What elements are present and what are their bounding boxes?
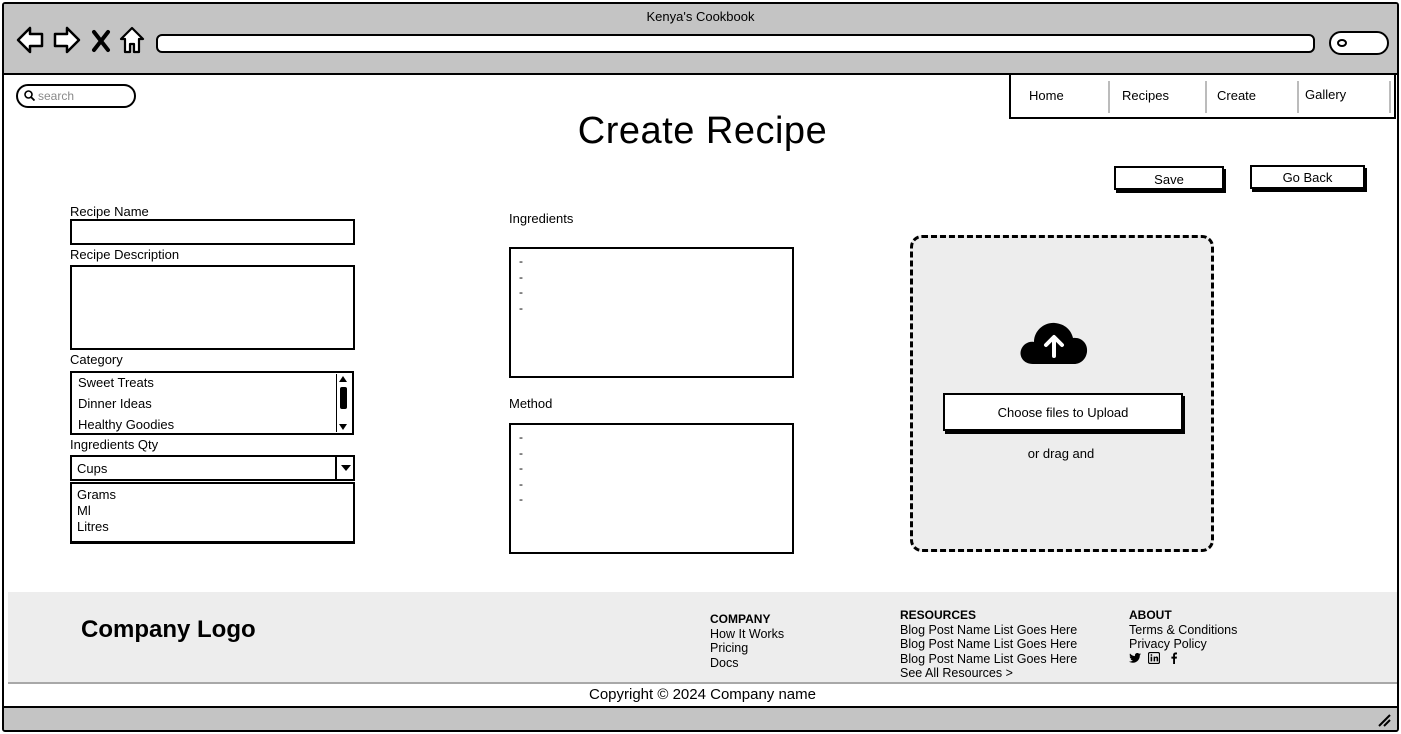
linkedin-icon[interactable] <box>1148 652 1160 664</box>
footer-about-heading: ABOUT <box>1129 608 1172 622</box>
chevron-down-icon[interactable] <box>335 457 353 479</box>
ingredients-qty-options: Grams Ml Litres <box>70 482 355 544</box>
footer-company-heading: COMPANY <box>710 612 771 626</box>
back-arrow-icon[interactable] <box>15 24 45 56</box>
scroll-down-icon[interactable] <box>339 424 347 430</box>
search-icon <box>24 90 35 101</box>
footer-link[interactable]: Pricing <box>710 641 749 655</box>
ingredient-line: - <box>519 254 523 268</box>
ingredients-qty-selected: Cups <box>77 461 108 476</box>
status-bar <box>4 706 1397 730</box>
category-label: Category <box>70 352 123 367</box>
search-input[interactable]: search <box>16 84 136 108</box>
qty-option[interactable]: Litres <box>77 519 109 534</box>
qty-option[interactable]: Ml <box>77 503 91 518</box>
category-listbox[interactable]: Sweet Treats Dinner Ideas Healthy Goodie… <box>70 371 354 435</box>
save-button[interactable]: Save <box>1114 166 1224 190</box>
choose-files-button[interactable]: Choose files to Upload <box>943 393 1183 431</box>
ingredients-label: Ingredients <box>509 211 574 226</box>
window-title: Kenya's Cookbook <box>646 9 755 24</box>
scroll-up-icon[interactable] <box>339 376 347 382</box>
footer: Company Logo COMPANY How It Works Pricin… <box>8 592 1397 684</box>
ingredients-qty-label: Ingredients Qty <box>70 437 159 452</box>
footer-link[interactable]: Blog Post Name List Goes Here <box>900 623 1078 637</box>
nav-divider <box>1205 81 1207 113</box>
nav-item-recipes[interactable]: Recipes <box>1122 88 1169 103</box>
copyright-text: Copyright © 2024 Company name <box>588 686 816 703</box>
ingredient-line: - <box>519 270 523 284</box>
forward-arrow-icon[interactable] <box>52 24 82 56</box>
method-line: - <box>519 492 523 506</box>
method-line: - <box>519 446 523 460</box>
facebook-icon[interactable] <box>1168 652 1180 664</box>
nav-divider <box>1389 81 1391 113</box>
go-back-button[interactable]: Go Back <box>1250 165 1365 189</box>
file-drop-zone[interactable]: Choose files to Upload or drag and <box>910 235 1214 552</box>
qty-option[interactable]: Grams <box>77 487 116 502</box>
ingredient-line: - <box>519 301 523 315</box>
company-logo: Company Logo <box>81 616 256 643</box>
recipe-description-label: Recipe Description <box>70 247 180 262</box>
nav-item-gallery[interactable]: Gallery <box>1305 87 1347 102</box>
method-line: - <box>519 430 523 444</box>
page-title: Create Recipe <box>577 110 828 152</box>
twitter-icon[interactable] <box>1129 652 1141 664</box>
close-x-icon[interactable] <box>90 24 112 56</box>
nav-divider <box>1297 81 1299 113</box>
footer-link[interactable]: Terms & Conditions <box>1129 623 1238 637</box>
nav-divider <box>1108 81 1110 113</box>
ingredient-line: - <box>519 285 523 299</box>
category-option[interactable]: Sweet Treats <box>78 375 154 390</box>
category-scrollbar[interactable] <box>336 374 350 432</box>
cloud-upload-icon <box>1020 322 1088 364</box>
method-textarea[interactable]: - - - - - <box>509 423 794 554</box>
method-line: - <box>519 477 523 491</box>
scroll-thumb[interactable] <box>340 387 347 409</box>
search-icon <box>1337 39 1347 47</box>
recipe-name-label: Recipe Name <box>70 204 149 219</box>
footer-link[interactable]: Blog Post Name List Goes Here <box>900 652 1078 666</box>
footer-link[interactable]: Docs <box>710 656 739 670</box>
category-option[interactable]: Dinner Ideas <box>78 396 152 411</box>
resize-grip-icon[interactable] <box>1377 713 1391 727</box>
recipe-name-input[interactable] <box>70 219 355 245</box>
recipe-description-textarea[interactable] <box>70 265 355 350</box>
address-bar[interactable] <box>156 34 1315 53</box>
nav-item-home[interactable]: Home <box>1029 88 1064 103</box>
home-icon[interactable] <box>118 24 146 56</box>
browser-toolbar: Kenya's Cookbook <box>4 4 1397 75</box>
see-all-resources-link[interactable]: See All Resources > <box>900 666 1013 680</box>
ingredients-textarea[interactable]: - - - - <box>509 247 794 378</box>
method-label: Method <box>509 396 553 411</box>
footer-link[interactable]: Blog Post Name List Goes Here <box>900 637 1078 651</box>
category-option[interactable]: Healthy Goodies <box>78 417 175 432</box>
footer-resources-heading: RESOURCES <box>900 608 977 622</box>
footer-link[interactable]: How It Works <box>710 627 785 641</box>
nav-item-create[interactable]: Create <box>1217 88 1257 103</box>
ingredients-qty-select[interactable]: Cups <box>70 455 355 481</box>
search-placeholder: search <box>38 89 75 103</box>
browser-search-button[interactable] <box>1329 31 1389 55</box>
main-navigation: Home Recipes Create Gallery <box>1009 73 1396 119</box>
drag-hint: or drag and <box>1027 446 1095 461</box>
method-line: - <box>519 461 523 475</box>
footer-link[interactable]: Privacy Policy <box>1129 637 1207 651</box>
